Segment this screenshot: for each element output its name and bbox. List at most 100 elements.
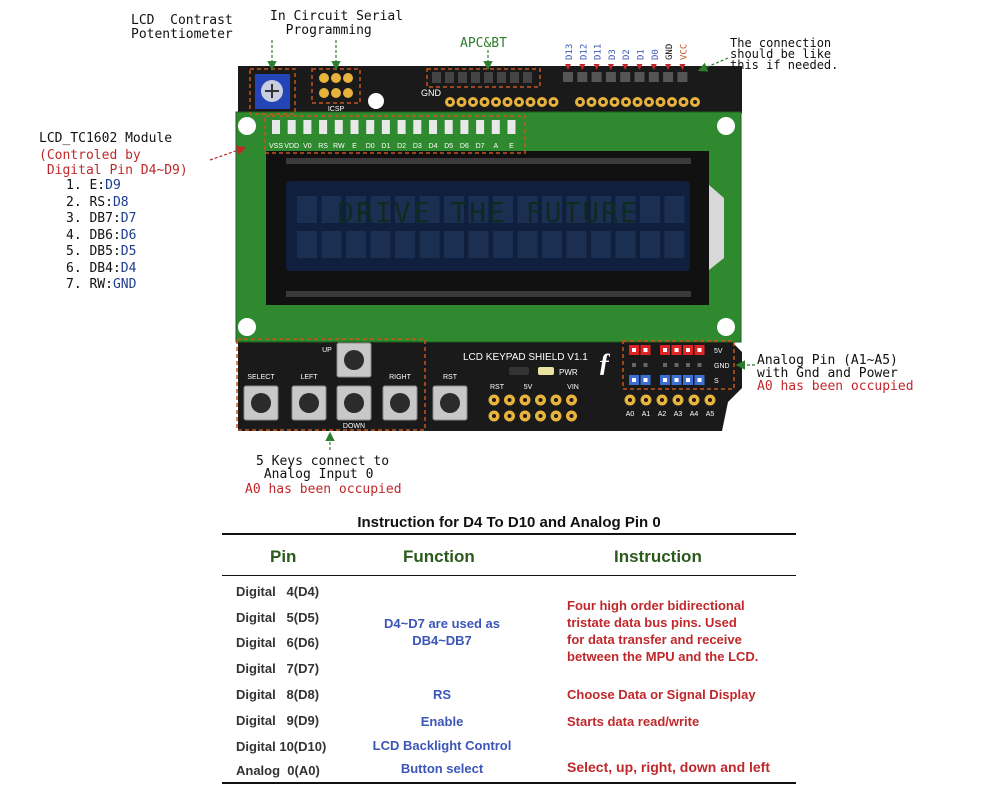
lcd-pin (334, 120, 343, 134)
function-cell: RS (432, 687, 452, 702)
lcd-cell (370, 196, 391, 223)
lcd-pin-label: D5 (444, 143, 453, 150)
lcd-map-pin: D5 (120, 244, 137, 259)
contrast-pot-label: LCD Contrast Potentiometer (131, 13, 233, 42)
top-pin-label: D2 (622, 49, 632, 60)
top-pin-arrow (579, 64, 586, 70)
lcd-cell (395, 231, 415, 258)
lcd-pin (444, 120, 453, 134)
top-pin-arrow (636, 64, 643, 70)
lcd-map-row: 7. RW:GND (66, 277, 136, 294)
apcbt-pin (484, 72, 493, 83)
analog-header-label: S (714, 378, 719, 385)
lcd-cell (297, 196, 317, 223)
pwr-led (538, 367, 554, 375)
header-pin: Pin (270, 547, 297, 566)
lcd-pin (303, 120, 312, 134)
icsp-header (319, 73, 353, 98)
apcbt-pin (445, 72, 454, 83)
top-pin-arrow (679, 64, 686, 70)
key-label: SELECT (247, 374, 275, 381)
lcd-map-pin: GND (112, 277, 137, 292)
top-pin-label: D11 (594, 44, 604, 60)
analog-pin-label: A5 (706, 411, 715, 418)
instruction-cell: Starts data read/write (567, 714, 700, 729)
lcd-pin-label: E (509, 143, 514, 150)
keys-occupied-label: A0 has been occupied (245, 482, 402, 497)
key-label: DOWN (343, 423, 365, 430)
top-pin-label: D13 (565, 44, 575, 60)
lcd-cell (640, 231, 660, 258)
instruction-cell: Four high order bidirectional (567, 598, 745, 613)
lcd-pin (381, 120, 390, 134)
lcd-pin-label: D3 (413, 143, 422, 150)
analog-pin-label: A0 (626, 411, 635, 418)
key-label: RST (443, 374, 458, 381)
pin-cell: Analog 0(A0) (236, 763, 320, 778)
lcd-pin (429, 120, 437, 134)
lcd-cell (468, 196, 489, 223)
top-pin-arrow (665, 64, 672, 70)
key-label: RIGHT (389, 374, 412, 381)
key-label: UP (322, 347, 332, 354)
instruction-cell: tristate data bus pins. Used (567, 615, 737, 630)
apcbt-pin (510, 72, 519, 83)
top-pin-label: D1 (637, 49, 647, 60)
digital-header-row (445, 97, 700, 107)
arrow-connection (697, 57, 729, 72)
lcd-map-signal: 6. DB4: (66, 260, 121, 276)
lcd-cell (615, 231, 636, 258)
lcd-pin (397, 120, 406, 134)
instruction-cell: Select, up, right, down and left (567, 759, 771, 775)
mount-hole (717, 318, 735, 336)
top-pin-arrow (565, 64, 571, 70)
instruction-cell: between the MPU and the LCD. (567, 649, 759, 664)
analog-pin-label: Analog Pin (A1~A5) with Gnd and Power (757, 353, 898, 381)
lcd-cell (664, 196, 685, 223)
lcd-cell-grid (297, 196, 685, 258)
mount-hole (368, 93, 384, 109)
lcd-map-row: 5. DB5:D5 (66, 244, 136, 261)
lcd-cell (517, 196, 538, 223)
lcd-cell (566, 231, 587, 258)
top-pin-label: D3 (608, 49, 618, 60)
function-cell: Button select (400, 761, 484, 776)
lcd-cell (664, 231, 685, 258)
lcd-map-signal: 4. DB6: (66, 227, 121, 243)
top-pin-label: D12 (579, 44, 589, 60)
lcd-map-pin: D7 (120, 211, 137, 226)
lcd-pin-label: VDD (284, 143, 299, 150)
lcd-module-title: LCD_TC1602 Module (39, 131, 173, 146)
lcd-cell (493, 196, 513, 223)
lcd-pin-label: E (352, 143, 357, 150)
lcd-pin (287, 120, 296, 134)
lcd-map-pin: D9 (105, 178, 121, 193)
lcd-pin (476, 120, 485, 134)
lcd-cell (419, 231, 440, 258)
function-cell: LCD Backlight Control (372, 738, 512, 753)
top-pin-arrow (622, 64, 629, 70)
connection-note: The connection should be like this if ne… (730, 36, 839, 72)
top-pin-arrow (607, 64, 614, 70)
lcd-map-signal: 1. E: (66, 178, 106, 193)
lcd-cell (444, 231, 464, 258)
top-pin-label: VCC (679, 44, 689, 60)
lcd-pin (350, 120, 359, 134)
apcbt-pin (458, 72, 467, 83)
lcd-pin-label: A (493, 143, 498, 150)
pin-cell: Digital 5(D5) (236, 610, 320, 625)
table-title: Instruction for D4 To D10 and Analog Pin… (357, 514, 661, 531)
lcd-pin-label: D7 (476, 143, 485, 150)
function-cell: Enable (420, 714, 464, 729)
pin-cell: Digital 4(D4) (236, 584, 320, 599)
apcbt-pin (432, 72, 441, 83)
lcd-cell (542, 231, 562, 258)
lcd-pin (413, 120, 422, 134)
pwr-label: PWR (559, 368, 578, 377)
lcd-cell (395, 196, 415, 223)
lcd-pin (507, 120, 516, 134)
